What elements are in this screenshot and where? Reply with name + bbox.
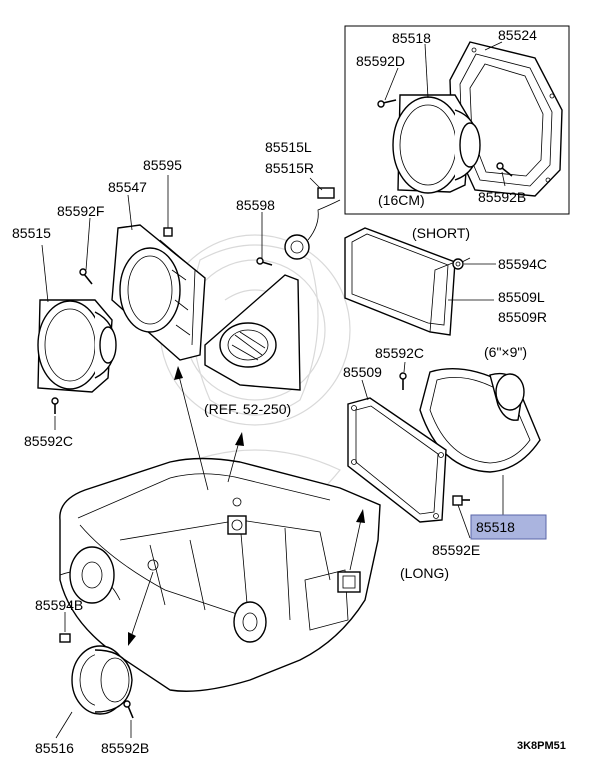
label-85598: 85598	[236, 197, 275, 213]
leader-85547	[127, 194, 133, 231]
screw-85592B-bottom	[123, 700, 134, 719]
speaker-85515	[37, 299, 117, 393]
leader-85518-top	[424, 43, 429, 99]
label-85518-highlight: 85518	[476, 519, 515, 535]
label-85515R: 85515R	[265, 160, 314, 176]
screw-85598	[256, 257, 273, 266]
label-85592C-mid: 85592C	[375, 345, 424, 361]
leader-85509	[361, 379, 369, 401]
vehicle-body	[59, 457, 381, 692]
label-85509: 85509	[343, 364, 382, 380]
adapter-85509LR	[344, 227, 471, 336]
leader-85592F	[85, 217, 91, 271]
label-85594B: 85594B	[35, 597, 83, 613]
note-6x9: (6"×9")	[484, 344, 527, 360]
leader-85515	[41, 244, 49, 303]
speaker-85516	[71, 645, 133, 715]
screw-85592C-mid	[399, 372, 407, 390]
group-box	[344, 25, 570, 215]
label-85515: 85515	[12, 225, 51, 241]
label-85592C-left: 85592C	[24, 433, 73, 449]
leader-85515	[309, 177, 323, 191]
bracket-85547	[111, 224, 206, 361]
label-85592F: 85592F	[57, 203, 104, 219]
pillar-cover	[204, 274, 301, 391]
label-85592E: 85592E	[432, 542, 480, 558]
label-85516: 85516	[35, 740, 74, 756]
speaker-6x9-85518	[419, 368, 541, 473]
label-85518-top: 85518	[392, 30, 431, 46]
screw-85592D	[377, 99, 397, 108]
tweeter-85515LR	[284, 187, 341, 260]
clip-85594B	[59, 633, 71, 643]
label-85592B-bottom: 85592B	[101, 740, 149, 756]
note-16cm: (16CM)	[378, 192, 425, 208]
screw-85592B-top	[496, 162, 513, 177]
leader-85592C-mid	[403, 361, 406, 373]
leader-85524	[484, 41, 503, 51]
leader-85592E	[457, 504, 471, 539]
highlight-box	[470, 514, 547, 540]
clip-85594C	[452, 258, 464, 270]
note-short: (SHORT)	[412, 225, 470, 241]
screw-85592C-left	[51, 397, 59, 414]
label-85509L: 85509L	[498, 289, 545, 305]
label-85592B-top: 85592B	[478, 189, 526, 205]
label-85547: 85547	[108, 179, 147, 195]
label-85524: 85524	[498, 27, 537, 43]
label-85594C: 85594C	[498, 256, 547, 272]
clip-85595	[163, 227, 173, 237]
screw-85592F	[79, 268, 93, 285]
leader-85592D	[384, 67, 399, 101]
label-85515L: 85515L	[265, 139, 312, 155]
adapter-85509	[347, 397, 447, 523]
label-85509R: 85509R	[498, 309, 547, 325]
leader-85516	[55, 711, 73, 739]
note-ref: (REF. 52-250)	[204, 401, 291, 417]
diagram-code: 3K8PM51	[517, 740, 566, 752]
clip-85592E	[452, 495, 470, 506]
note-long: (LONG)	[400, 565, 449, 581]
callout-arrows	[128, 366, 365, 646]
leader-85592B-top	[501, 171, 506, 187]
speaker-16cm-85518	[392, 94, 481, 194]
short-speaker-group: 85518 85524 85592D 85592B (16CM)	[344, 25, 570, 215]
label-85595: 85595	[143, 157, 182, 173]
label-85592D: 85592D	[356, 53, 405, 69]
